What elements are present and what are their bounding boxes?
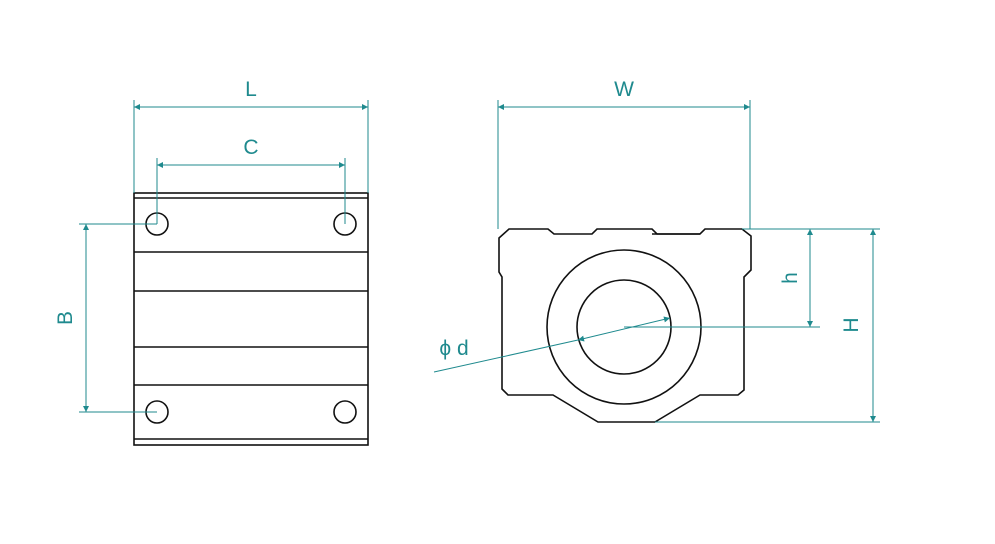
dimension-h-label: h [779, 272, 802, 284]
side-view-outline [498, 228, 752, 423]
front-view-outline [133, 192, 369, 446]
dimension-L: L [133, 78, 369, 193]
side-view [498, 228, 752, 423]
front-view [133, 192, 369, 446]
dimension-W-label: W [614, 78, 634, 101]
dimension-C-label: C [243, 136, 258, 159]
dimension-d-label: ϕ d [439, 337, 468, 360]
dimension-W: W [497, 78, 751, 229]
mounting-hole-bottom-right [333, 400, 357, 424]
dimension-d: ϕ d [433, 316, 671, 373]
dimension-B-label: B [54, 311, 77, 325]
dimension-H-label: H [840, 317, 863, 332]
dimension-L-label: L [245, 78, 257, 101]
dimension-H: H [655, 228, 880, 423]
dimension-h: h [624, 228, 820, 328]
dimension-C: C [156, 136, 346, 224]
dimension-B: B [54, 223, 157, 413]
dimension-d-line [577, 316, 671, 342]
